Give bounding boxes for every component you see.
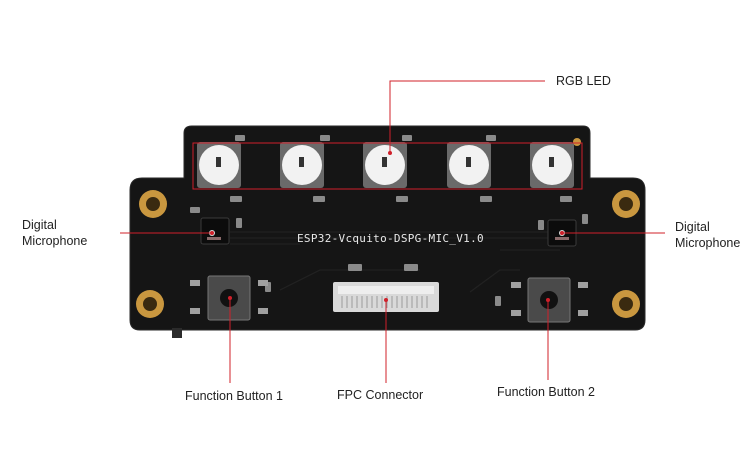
label-mic-right-line1: Digital [675, 220, 710, 234]
rgb-led-5 [530, 142, 574, 188]
label-function-button-2: Function Button 2 [497, 385, 595, 399]
label-function-button-1: Function Button 1 [185, 389, 283, 403]
microphone-left [200, 217, 230, 245]
board-silkscreen-text: ESP32-Vcquito-DSPG-MIC_V1.0 [297, 232, 484, 245]
label-fpc-connector: FPC Connector [337, 388, 424, 402]
rgb-led-2 [280, 142, 324, 188]
label-rgb-led: RGB LED [556, 74, 611, 88]
rgb-led-3 [363, 142, 407, 188]
rgb-led-highlight-box [192, 142, 583, 190]
mounting-holes [136, 138, 640, 318]
label-mic-right-line2: Microphone [675, 236, 741, 250]
callout-lines [120, 80, 665, 383]
label-mic-left-line1: Digital [22, 218, 57, 232]
small-gold-dot [573, 138, 581, 146]
label-mic-right: Digital Microphone [675, 219, 740, 251]
rgb-led-1 [197, 142, 241, 188]
pcb-board [130, 126, 645, 330]
label-mic-left-line2: Microphone [22, 234, 88, 248]
rgb-led-4 [447, 142, 491, 188]
rgb-led-leader [389, 80, 545, 153]
label-mic-left: Digital Microphone [22, 217, 87, 249]
fpc-connector-part [333, 282, 439, 312]
rgb-led-row [197, 142, 574, 188]
